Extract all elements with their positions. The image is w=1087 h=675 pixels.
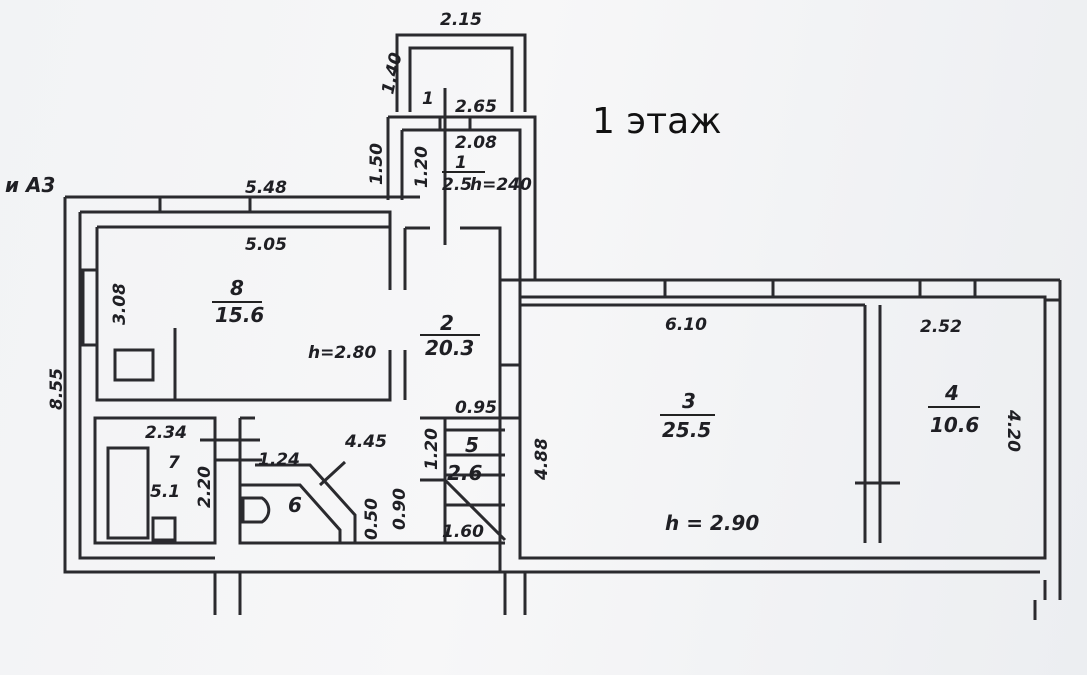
dim-vestibule-depth: 1.40 xyxy=(378,51,406,96)
dim-room8-width-outer: 5.48 xyxy=(245,178,287,198)
dim-room7-width: 2.34 xyxy=(145,423,187,443)
dim-room5-depth: 1.20 xyxy=(422,428,442,470)
dim-room4-depth: 4.20 xyxy=(1003,409,1023,452)
dim-overall-depth: 8.55 xyxy=(47,368,67,410)
dim-room6-b: 0.90 xyxy=(390,488,410,530)
room1-area: 2.5 xyxy=(442,175,472,195)
vestibule-number: 1 xyxy=(422,89,434,109)
dim-room3-width: 6.10 xyxy=(665,315,707,335)
room3-number: 3 xyxy=(682,389,696,413)
room2-number: 2 xyxy=(440,311,454,335)
dim-vestibule-width-outer: 2.15 xyxy=(440,10,482,30)
room4-area: 10.6 xyxy=(930,413,979,437)
room7-area: 5.1 xyxy=(150,482,180,502)
dim-room5-length: 1.60 xyxy=(442,522,484,542)
dim-room6-width: 1.24 xyxy=(258,450,300,470)
room2-area: 20.3 xyxy=(425,336,474,360)
dim-room6-a: 0.50 xyxy=(362,498,382,540)
room4-number: 4 xyxy=(944,381,959,405)
room1-number: 1 xyxy=(455,153,467,173)
dim-room8-width: 5.05 xyxy=(245,235,287,255)
dim-room3-depth: 4.88 xyxy=(532,438,552,481)
room8-area: 15.6 xyxy=(215,303,264,327)
dim-room7-depth: 2.20 xyxy=(195,466,215,508)
dim-room4-width: 2.52 xyxy=(920,317,962,337)
dim-room1-depth-outer: 1.50 xyxy=(367,143,387,185)
walls xyxy=(63,33,1062,620)
dim-room8-depth: 3.08 xyxy=(110,283,130,325)
dim-vestibule-width: 2.65 xyxy=(455,97,497,117)
dim-room1-depth: 1.20 xyxy=(412,146,432,188)
dim-room2-length: 4.45 xyxy=(344,432,387,452)
floor-title: 1 этаж xyxy=(592,101,722,142)
room1-height: h=240 xyxy=(470,175,532,195)
room7-number: 7 xyxy=(168,453,180,473)
sheet-ref: и А3 xyxy=(5,173,55,197)
dim-room1-width: 2.08 xyxy=(455,133,497,153)
room3-height: h = 2.90 xyxy=(665,511,759,535)
dim-room5-width: 0.95 xyxy=(455,398,497,418)
room2-height: h=2.80 xyxy=(308,343,376,363)
room3-area: 25.5 xyxy=(662,418,711,442)
room6-number: 6 xyxy=(288,493,302,517)
room5-area: 2.6 xyxy=(447,461,483,485)
room8-number: 8 xyxy=(230,276,244,300)
room5-number: 5 xyxy=(465,433,479,457)
